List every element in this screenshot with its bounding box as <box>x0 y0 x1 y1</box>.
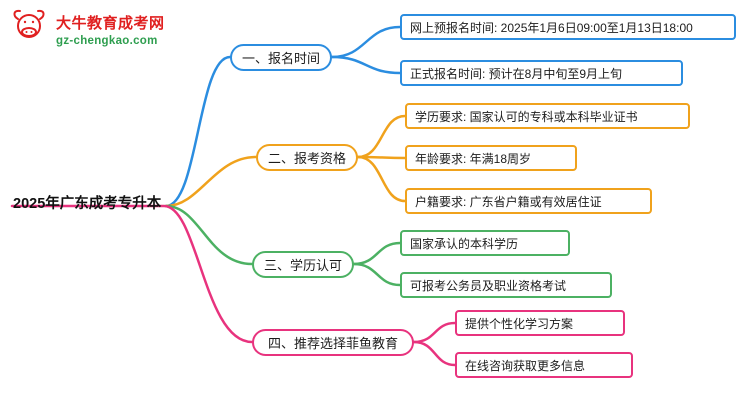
site-logo[interactable]: 大牛教育成考网 gz-chengkao.com <box>8 6 165 53</box>
leaf-node-4-2[interactable]: 在线咨询获取更多信息 <box>455 352 633 378</box>
leaf-node-3-2[interactable]: 可报考公务员及职业资格考试 <box>400 272 612 298</box>
branch-node-3[interactable]: 三、学历认可 <box>252 251 354 278</box>
leaf-node-1-1[interactable]: 网上预报名时间: 2025年1月6日09:00至1月13日18:00 <box>400 14 736 40</box>
leaf-node-3-1[interactable]: 国家承认的本科学历 <box>400 230 570 256</box>
leaf-node-2-1[interactable]: 学历要求: 国家认可的专科或本科毕业证书 <box>405 103 690 129</box>
leaf-node-4-1[interactable]: 提供个性化学习方案 <box>455 310 625 336</box>
leaf-node-1-2[interactable]: 正式报名时间: 预计在8月中旬至9月上旬 <box>400 60 683 86</box>
logo-site-name: 大牛教育成考网 <box>56 15 165 32</box>
root-node[interactable]: 2025年广东成考专升本 <box>13 196 162 212</box>
branch-node-2[interactable]: 二、报考资格 <box>256 144 358 171</box>
branch-1-connectors <box>164 25 402 208</box>
branch-node-1[interactable]: 一、报名时间 <box>230 44 332 71</box>
logo-site-url: gz-chengkao.com <box>56 35 158 47</box>
branch-4-connectors <box>10 204 457 367</box>
leaf-node-2-2[interactable]: 年龄要求: 年满18周岁 <box>405 145 577 171</box>
branch-3-connectors <box>164 204 402 287</box>
branch-2-connectors <box>164 114 407 208</box>
bull-logo-icon <box>8 6 50 53</box>
leaf-node-2-3[interactable]: 户籍要求: 广东省户籍或有效居住证 <box>405 188 652 214</box>
logo-text-block: 大牛教育成考网 gz-chengkao.com <box>56 12 165 47</box>
branch-node-4[interactable]: 四、推荐选择菲鱼教育 <box>252 329 414 356</box>
